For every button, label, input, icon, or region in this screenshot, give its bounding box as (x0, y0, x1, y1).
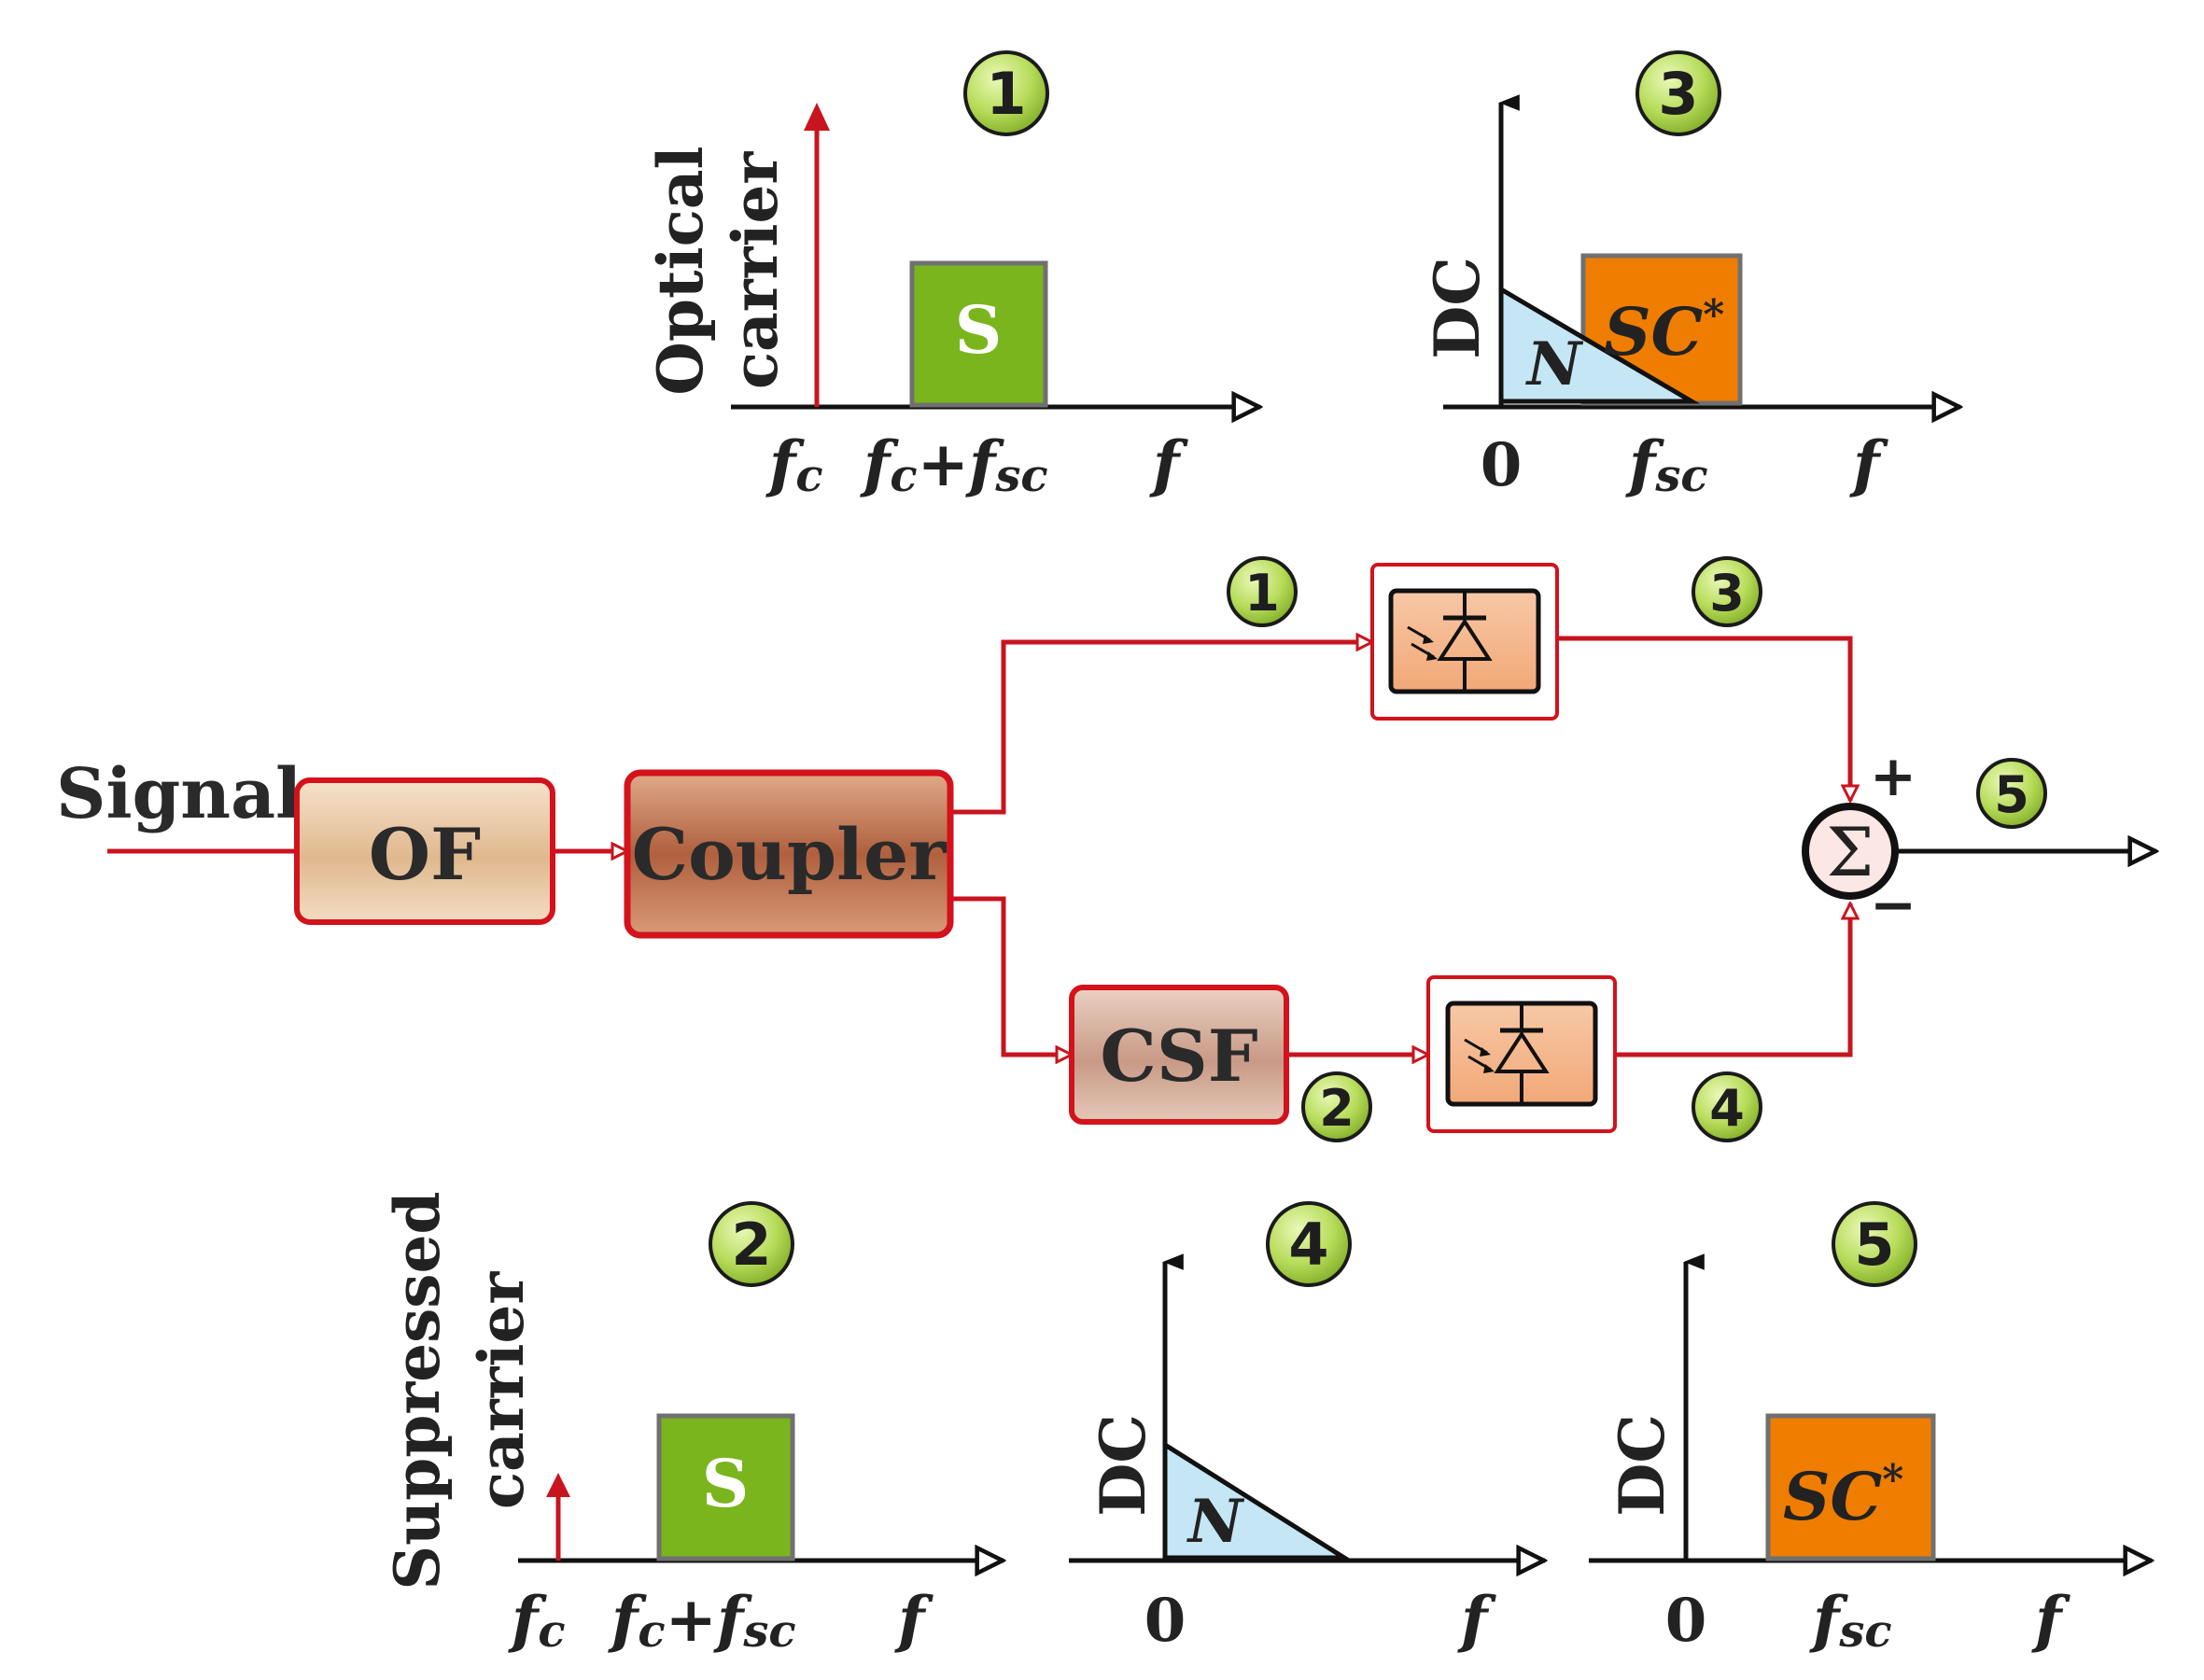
spectrum-3: N SC* DC 0 fsc f 3 (1421, 50, 1960, 502)
photodiode-2 (1426, 975, 1617, 1133)
tick-zero-5: 0 (1665, 1586, 1707, 1656)
spectrum-2-ylabel-line2: carrier (465, 1271, 538, 1510)
spectrum-2-ylabel-line1: Suppressed (381, 1191, 454, 1589)
spectrum-1-ylabel-line2: carrier (719, 151, 792, 390)
csf-block: CSF (1069, 985, 1289, 1125)
photodiode-icon (1445, 1001, 1598, 1107)
tick-zero-4: 0 (1144, 1586, 1186, 1656)
coupler-to-csf-link (950, 896, 1072, 1055)
svg-text:3: 3 (1709, 564, 1745, 623)
svg-text:4: 4 (1288, 1211, 1328, 1279)
tick-fsc-3: fsc (1625, 427, 1708, 502)
tick-fc-1: fc (765, 427, 823, 502)
coupler-block: Coupler (624, 769, 954, 939)
signal-block-s1-label: S (955, 291, 1003, 369)
tick-fc-plus-fsc-2: fc+fsc (608, 1583, 796, 1658)
spectrum-4-ylabel: DC (1087, 1414, 1159, 1517)
tick-zero-3: 0 (1481, 430, 1523, 500)
noise-label-s4: N (1186, 1487, 1245, 1557)
plus-sign: + (1870, 744, 1916, 809)
coupler-block-label: Coupler (632, 813, 948, 896)
badge-point-5: 5 (1976, 758, 2047, 829)
tick-f-4: f (1457, 1583, 1496, 1656)
svg-text:1: 1 (1244, 564, 1280, 623)
spectrum-5-ylabel: DC (1606, 1414, 1678, 1517)
photodiode-1 (1370, 563, 1559, 721)
noise-label-s3: N (1525, 329, 1584, 399)
tick-f-3: f (1849, 427, 1888, 500)
csf-block-label: CSF (1100, 1015, 1257, 1098)
badge-point-2: 2 (1301, 1071, 1372, 1142)
tick-f-5: f (2031, 1583, 2071, 1656)
badge-point-3: 3 (1692, 556, 1762, 627)
badge-point-4: 4 (1692, 1071, 1762, 1142)
of-block: OF (294, 777, 555, 925)
badge-point-1: 1 (1227, 556, 1298, 627)
signal-block-s2-label: S (702, 1445, 750, 1522)
tick-f-1: f (1149, 427, 1188, 500)
sc-label-s5: SC* (1783, 1456, 1903, 1535)
sc-block-s5 (1765, 1413, 1936, 1561)
signal-block-s1 (909, 260, 1048, 408)
of-block-label: OF (369, 813, 481, 896)
signal-input-label: Signal (56, 754, 302, 834)
pd2-to-sum-link (1615, 903, 1850, 1057)
spectrum-2: S Suppressed carrier fc fc+fsc f 2 (381, 1191, 1004, 1658)
sc-label-s3: SC* (1604, 291, 1724, 371)
coupler-to-pd1-link (950, 642, 1372, 815)
badge-spectrum-5: 5 (1832, 1201, 1917, 1287)
tick-fc-2: fc (508, 1583, 566, 1658)
badge-spectrum-2: 2 (709, 1201, 794, 1287)
spectrum-1: S Optical carrier fc fc+fsc f 1 (644, 50, 1260, 502)
svg-text:3: 3 (1658, 60, 1698, 128)
signal-block-s2 (656, 1413, 795, 1561)
spectrum-3-ylabel: DC (1421, 257, 1494, 359)
svg-text:2: 2 (731, 1211, 771, 1279)
tick-fc-plus-fsc-1: fc+fsc (860, 427, 1048, 502)
svg-text:2: 2 (1319, 1079, 1355, 1138)
block-diagram: Signal OF Coupler CSF (56, 556, 2156, 1142)
svg-text:5: 5 (1854, 1211, 1894, 1279)
summing-junction: Σ + − (1802, 744, 1916, 938)
svg-text:5: 5 (1994, 765, 2029, 824)
svg-text:1: 1 (986, 60, 1026, 128)
badge-spectrum-1: 1 (963, 50, 1049, 136)
tick-f-2: f (894, 1583, 934, 1656)
spectrum-1-ylabel-line1: Optical (644, 146, 717, 395)
spectrum-4: N DC 0 f 4 (1069, 1201, 1545, 1656)
sum-symbol: Σ (1827, 813, 1874, 891)
tick-fsc-5: fsc (1809, 1583, 1892, 1658)
noise-triangle-s4 (1162, 1440, 1353, 1561)
badge-spectrum-3: 3 (1635, 50, 1721, 136)
spectrum-5: SC* DC 0 fsc f 5 (1589, 1201, 2152, 1658)
optical-carrier-arrowhead (804, 103, 830, 131)
svg-text:4: 4 (1709, 1079, 1745, 1138)
pd1-to-sum-link (1557, 636, 1850, 801)
suppressed-carrier-arrowhead (546, 1473, 570, 1497)
photodiode-icon (1388, 588, 1541, 694)
badge-spectrum-4: 4 (1266, 1201, 1352, 1287)
noise-triangle-s3 (1498, 285, 1701, 404)
minus-sign: − (1870, 873, 1916, 938)
